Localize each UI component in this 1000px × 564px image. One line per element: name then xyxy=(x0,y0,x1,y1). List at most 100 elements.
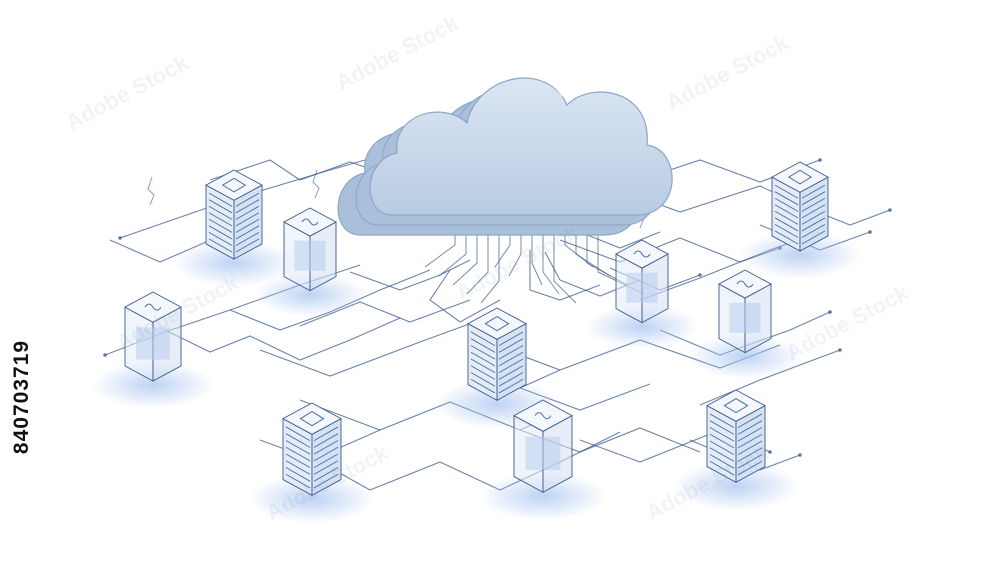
server-stripe xyxy=(774,230,799,245)
node-glow xyxy=(479,471,607,521)
glass-node-icon xyxy=(584,239,700,349)
server-stripe xyxy=(208,192,233,207)
server-stripe xyxy=(801,230,826,245)
server-stripe xyxy=(737,454,763,469)
server-stripe xyxy=(737,447,763,462)
trace-terminal xyxy=(818,158,822,162)
stock-id: 840703719 xyxy=(4,322,40,472)
server-stripe xyxy=(709,447,735,462)
server-stripe xyxy=(208,199,233,214)
glass-node-icon xyxy=(91,291,215,409)
server-node-icon xyxy=(172,169,296,287)
server-stripe xyxy=(498,372,524,387)
server-stripe xyxy=(235,199,260,214)
glass-node-icon xyxy=(479,399,607,521)
server-node-icon xyxy=(248,402,376,524)
server-node-icon xyxy=(672,389,800,511)
server-stripe xyxy=(285,453,311,469)
server-emblem xyxy=(723,398,749,414)
node-symbol xyxy=(534,412,552,420)
server-stripe xyxy=(709,440,735,456)
server-stripe xyxy=(737,433,763,449)
server-stripe xyxy=(313,467,339,482)
node-glow xyxy=(672,461,800,511)
server-stripe xyxy=(774,184,799,199)
server-node-icon xyxy=(738,161,862,279)
server-emblem xyxy=(787,169,813,185)
circuit-trace xyxy=(579,231,661,249)
server-stripe xyxy=(313,460,339,475)
trace-terminal xyxy=(768,450,772,454)
server-stripe xyxy=(801,197,826,212)
trace-terminal xyxy=(798,453,802,457)
server-stripe xyxy=(801,223,826,238)
node-top-face xyxy=(205,169,263,201)
server-stripe xyxy=(774,204,799,219)
node-inner-glow xyxy=(136,327,170,360)
server-stripe xyxy=(801,217,826,232)
server-stripe xyxy=(285,433,311,448)
server-stripe xyxy=(498,331,524,346)
server-stripe xyxy=(498,345,524,360)
node-inner-glow xyxy=(729,302,761,333)
server-stripe xyxy=(235,192,260,207)
circuit-trace xyxy=(349,259,471,291)
server-stripe xyxy=(285,473,311,489)
node-top-face xyxy=(467,307,527,340)
server-stripe xyxy=(709,427,735,442)
node-symbol xyxy=(736,280,754,288)
server-stripe xyxy=(208,218,233,233)
server-stripe xyxy=(235,205,260,220)
trace-terminal xyxy=(698,273,702,277)
trace-terminal xyxy=(838,348,842,352)
server-stripe xyxy=(313,426,339,441)
server-stripe xyxy=(285,446,311,462)
node-symbol xyxy=(144,303,162,311)
circuit-trace xyxy=(529,250,601,301)
glass-node-icon xyxy=(252,207,368,317)
node-glow xyxy=(738,231,862,279)
network-nodes xyxy=(91,161,862,524)
glass-node-icon xyxy=(687,269,803,379)
server-emblem xyxy=(484,316,510,332)
server-stripe xyxy=(737,420,763,435)
server-stripe xyxy=(235,231,260,246)
node-top-face xyxy=(706,389,766,422)
server-stripe xyxy=(235,225,260,240)
server-stripe xyxy=(470,338,496,353)
server-stripe xyxy=(208,225,233,240)
server-stripe xyxy=(285,460,311,475)
server-stripe xyxy=(235,212,260,227)
server-stripe xyxy=(313,473,339,489)
server-stripe xyxy=(709,460,735,476)
server-stripe xyxy=(313,433,339,448)
node-glow xyxy=(687,334,803,379)
circuit-trace xyxy=(429,269,501,323)
cloud-icon xyxy=(337,73,673,236)
node-glow xyxy=(248,474,376,524)
node-symbol xyxy=(633,250,651,258)
circuit-trace xyxy=(164,317,401,361)
server-stripe xyxy=(801,184,826,199)
trace-terminal xyxy=(118,236,122,240)
node-glow xyxy=(172,239,296,287)
server-stripe xyxy=(774,191,799,206)
server-stripe xyxy=(774,197,799,212)
server-stripe xyxy=(737,440,763,456)
server-stripe xyxy=(313,453,339,469)
server-stripe xyxy=(774,223,799,238)
server-stripe xyxy=(709,433,735,449)
node-glow xyxy=(91,361,215,409)
server-stripe xyxy=(470,358,496,374)
server-stripe xyxy=(737,427,763,442)
server-stripe xyxy=(498,338,524,353)
circuit-trace xyxy=(699,349,841,406)
node-inner-glow xyxy=(626,272,658,303)
server-stripe xyxy=(709,413,735,428)
server-stripe xyxy=(208,231,233,246)
server-stripe xyxy=(285,467,311,482)
server-stripe xyxy=(208,212,233,227)
trace-terminal xyxy=(868,230,872,234)
server-stripe xyxy=(498,351,524,367)
